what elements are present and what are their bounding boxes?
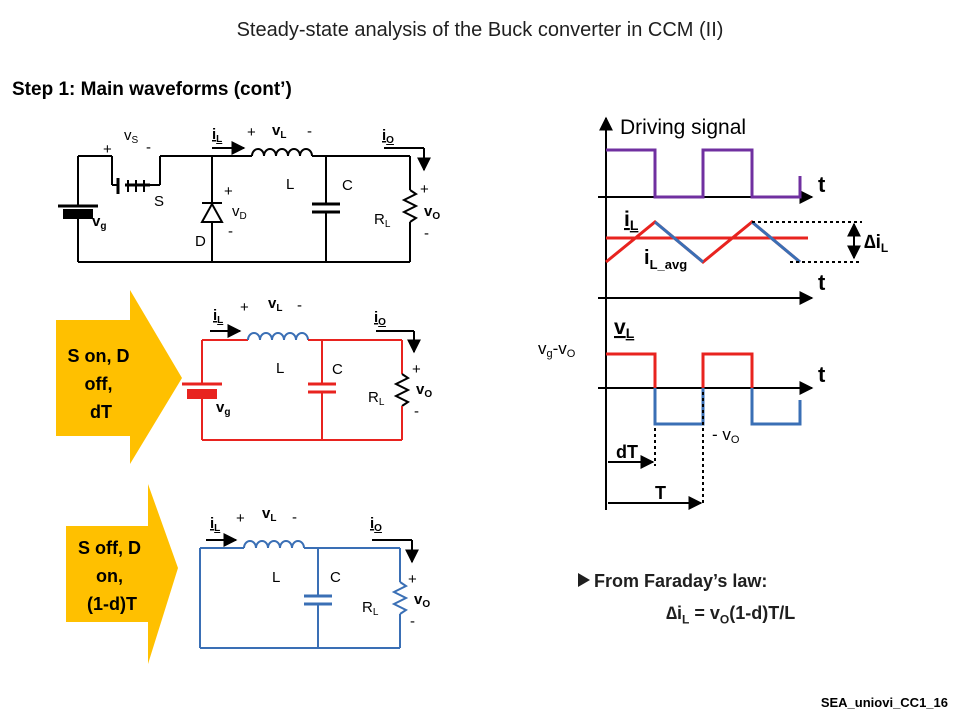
vl-minus-main: - <box>307 123 312 140</box>
diode-label: D <box>195 233 206 250</box>
io-label-main: iO <box>382 127 394 146</box>
footer-code: SEA_uniovi_CC1_16 <box>820 695 948 710</box>
il-waveform-falling-1 <box>654 220 704 264</box>
svg-text:-: - <box>414 403 419 420</box>
il-label-on: iL <box>213 307 223 326</box>
switch-s <box>111 156 161 194</box>
svg-text:iL: iL <box>210 515 220 534</box>
page-title: Steady-state analysis of the Buck conver… <box>236 19 724 41</box>
svg-text:C: C <box>330 569 341 586</box>
bullet-icon <box>578 573 590 587</box>
vl-t-label: t <box>818 362 826 387</box>
resistor-main <box>401 156 419 262</box>
vo-minus-main: - <box>424 225 429 242</box>
svg-text:L: L <box>276 360 284 377</box>
svg-text:vO: vO <box>414 591 430 610</box>
faraday-heading: From Faraday’s law: <box>594 571 768 591</box>
state-off-label: S off, D on, (1-d)T <box>78 538 146 614</box>
buck-circuit-main-labels: + vS - S vg iL + vL - L C + vD - D RL iO… <box>92 122 440 250</box>
vd-minus: - <box>228 223 233 240</box>
source-vg-main <box>58 195 98 262</box>
svg-text:-: - <box>297 297 302 314</box>
capacitor-main <box>312 156 340 262</box>
inductor-label-main: L <box>286 176 294 193</box>
inductor-main <box>251 148 313 157</box>
vo-label-main: vO <box>424 203 440 222</box>
vo-plus-main: + <box>420 181 429 198</box>
svg-text:iO: iO <box>370 515 382 534</box>
vg-label-main: vg <box>92 213 106 232</box>
inductor-on <box>247 332 309 341</box>
faraday-equation: ∆iL = vO(1-d)T/L <box>666 603 796 627</box>
circuit-off-labels: iL + vL - L C RL iO + vO - <box>210 505 430 630</box>
il-avg-label: iL_avg <box>644 247 687 272</box>
il-t-label: t <box>818 270 826 295</box>
svg-text:vO: vO <box>416 381 432 400</box>
T-label: T <box>655 483 666 503</box>
svg-text:+: + <box>240 299 249 316</box>
circuit-off <box>199 540 409 649</box>
vg-minus-vo-label: vg-vO <box>538 339 576 360</box>
buck-circuit-main <box>58 141 431 263</box>
switch-label: S <box>154 193 164 210</box>
state-on-label: S on, D off, dT <box>67 346 134 422</box>
svg-text:RL: RL <box>362 599 379 618</box>
vl-label-on: vL <box>268 295 282 314</box>
driving-signal-label: Driving signal <box>620 116 746 139</box>
svg-text:iO: iO <box>374 309 386 328</box>
drive-waveform <box>606 148 802 199</box>
svg-text:vL: vL <box>262 505 276 524</box>
rl-label-main: RL <box>374 211 391 230</box>
vl-label-main: vL <box>272 122 286 141</box>
dT-label: dT <box>616 442 638 462</box>
diode-d <box>200 156 224 262</box>
step-heading: Step 1: Main waveforms (cont’) <box>12 79 292 100</box>
circuit-on-labels: iL + vL - L C vg RL iO + vO - <box>213 295 432 420</box>
vl-label: vL <box>614 316 635 341</box>
vg-label-on: vg <box>216 399 230 418</box>
vl-plus-main: + <box>247 124 256 141</box>
capacitor-label-main: C <box>342 177 353 194</box>
svg-text:+: + <box>236 510 245 527</box>
vs-minus: - <box>146 139 151 156</box>
svg-text:L: L <box>272 569 280 586</box>
vd-plus: + <box>224 183 233 200</box>
il-label-main: iL <box>212 126 222 145</box>
vd-label: vD <box>232 203 247 222</box>
svg-text:-: - <box>410 613 415 630</box>
vs-plus: + <box>103 141 112 158</box>
state-on-arrow-shape <box>56 290 182 464</box>
vs-label: vS <box>124 127 139 146</box>
circuit-on <box>182 332 411 441</box>
drive-t-label: t <box>818 172 826 197</box>
svg-text:RL: RL <box>368 389 385 408</box>
state-off-arrow-shape <box>66 484 178 664</box>
minus-vo-label: - vO <box>712 425 740 446</box>
inductor-off <box>243 540 305 549</box>
svg-text:C: C <box>332 361 343 378</box>
svg-text:+: + <box>408 571 417 588</box>
il-waveform-falling-2 <box>751 220 801 264</box>
il-label: iL <box>624 208 639 233</box>
svg-text:+: + <box>412 361 421 378</box>
delta-il-label: ∆iL <box>864 232 888 255</box>
svg-text:-: - <box>292 509 297 526</box>
